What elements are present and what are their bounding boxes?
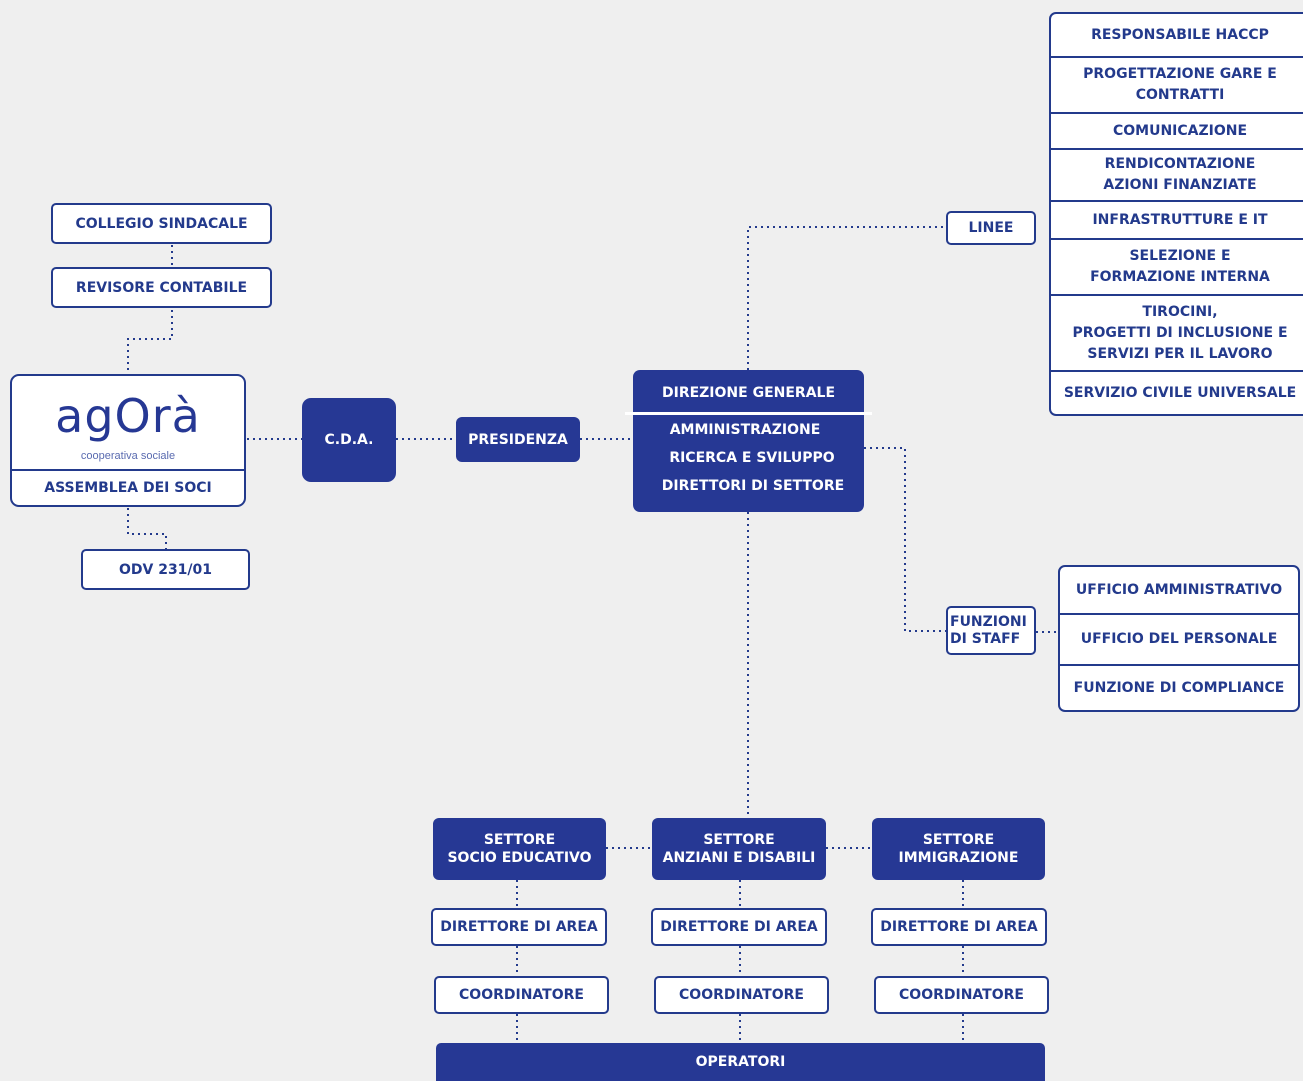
- linee-item: PROGETTAZIONE GARE E CONTRATTI: [1051, 56, 1303, 112]
- direzione-generale-box: DIREZIONE GENERALE AMMINISTRAZIONE RICER…: [625, 370, 872, 512]
- settore-socio-educativo: SETTORE SOCIO EDUCATIVO: [433, 818, 606, 880]
- linee-item: TIROCINI, PROGETTI DI INCLUSIONE E SERVI…: [1051, 294, 1303, 370]
- linee-item: SERVIZIO CIVILE UNIVERSALE: [1051, 370, 1303, 414]
- direzione-generale-title: DIREZIONE GENERALE: [661, 385, 836, 401]
- funzioni-di-staff-box: FUNZIONI DI STAFF: [946, 606, 1036, 655]
- coordinatore-box: COORDINATORE: [654, 976, 829, 1014]
- staff-item: UFFICIO AMMINISTRATIVO: [1075, 581, 1283, 598]
- direzione-item: AMMINISTRAZIONE: [669, 422, 821, 438]
- operatori-bar: OPERATORI: [436, 1043, 1045, 1081]
- presidenza-box: PRESIDENZA: [456, 417, 580, 462]
- revisore-contabile-box: REVISORE CONTABILE: [51, 267, 272, 308]
- linee-item: COMUNICAZIONE: [1051, 112, 1303, 148]
- linee-item: RESPONSABILE HACCP: [1091, 26, 1269, 43]
- assemblea-dei-soci-label: ASSEMBLEA DEI SOCI: [12, 469, 244, 505]
- settore-anziani-disabili: SETTORE ANZIANI E DISABILI: [652, 818, 826, 880]
- direzione-item: DIRETTORI DI SETTORE: [661, 478, 845, 494]
- direzione-divider: [625, 412, 872, 415]
- settore-immigrazione: SETTORE IMMIGRAZIONE: [872, 818, 1045, 880]
- staff-list: UFFICIO AMMINISTRATIVO UFFICIO DEL PERSO…: [1058, 565, 1300, 712]
- coordinatore-box: COORDINATORE: [434, 976, 609, 1014]
- linee-item: INFRASTRUTTURE E IT: [1051, 200, 1303, 238]
- logo-subtitle: cooperativa sociale: [80, 450, 176, 462]
- odv-box: ODV 231/01: [81, 549, 250, 590]
- cda-box: C.D.A.: [302, 398, 396, 482]
- linee-box: LINEE: [946, 211, 1036, 245]
- coordinatore-box: COORDINATORE: [874, 976, 1049, 1014]
- staff-item: UFFICIO DEL PERSONALE: [1060, 613, 1298, 664]
- staff-item: FUNZIONE DI COMPLIANCE: [1060, 664, 1298, 710]
- agora-logo: agOrà: [55, 389, 201, 443]
- linee-item: SELEZIONE E FORMAZIONE INTERNA: [1051, 238, 1303, 294]
- linee-list: RESPONSABILE HACCP PROGETTAZIONE GARE E …: [1049, 12, 1303, 416]
- logo-assemblea-box: agOrà cooperativa sociale ASSEMBLEA DEI …: [10, 374, 246, 507]
- linee-item: RENDICONTAZIONE AZIONI FINANZIATE: [1051, 148, 1303, 200]
- direttore-di-area-box: DIRETTORE DI AREA: [431, 908, 607, 946]
- direzione-item: RICERCA E SVILUPPO: [669, 450, 835, 466]
- collegio-sindacale-box: COLLEGIO SINDACALE: [51, 203, 272, 244]
- direttore-di-area-box: DIRETTORE DI AREA: [871, 908, 1047, 946]
- direttore-di-area-box: DIRETTORE DI AREA: [651, 908, 827, 946]
